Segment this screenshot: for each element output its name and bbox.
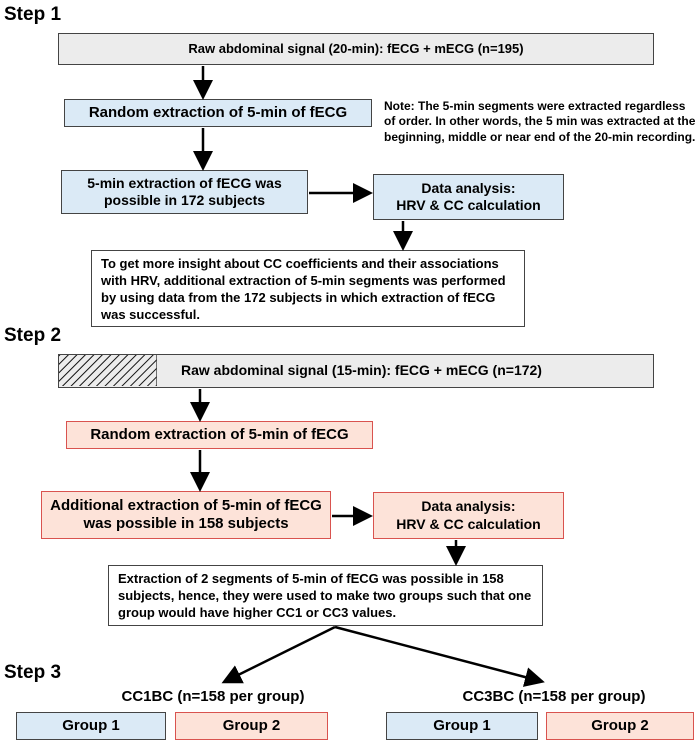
step2-possible-box: Additional extraction of 5-min of fECG w… <box>41 491 331 539</box>
arrow-groups-to-cc3bc <box>334 625 545 687</box>
step2-raw-signal-box: Raw abdominal signal (15-min): fECG + mE… <box>58 354 654 388</box>
step1-analysis-title: Data analysis: <box>421 179 516 196</box>
step1-random-extraction-box: Random extraction of 5-min of fECG <box>64 99 372 127</box>
arrow-groups-to-cc1bc <box>221 625 336 684</box>
step2-random-extraction-box: Random extraction of 5-min of fECG <box>66 421 373 449</box>
step2-raw-signal-text: Raw abdominal signal (15-min): fECG + mE… <box>181 362 542 379</box>
cc1bc-title: CC1BC (n=158 per group) <box>121 688 305 705</box>
cc3bc-group-2: Group 2 <box>546 712 694 740</box>
cc3bc-group-1: Group 1 <box>386 712 538 740</box>
step1-analysis-sub: HRV & CC calculation <box>396 197 541 213</box>
cc1bc-group-2: Group 2 <box>175 712 328 740</box>
step1-insight-box: To get more insight about CC coefficient… <box>91 250 525 327</box>
step-3-label: Step 3 <box>4 662 62 683</box>
step2-analysis-title: Data analysis: <box>421 498 516 515</box>
step2-groups-box: Extraction of 2 segments of 5-min of fEC… <box>108 565 543 626</box>
step1-analysis-box: Data analysis: HRV & CC calculation <box>373 174 564 220</box>
cc3bc-title: CC3BC (n=158 per group) <box>462 688 646 705</box>
step1-note: Note: The 5-min segments were extracted … <box>384 99 696 144</box>
cc1bc-group-1: Group 1 <box>16 712 166 740</box>
step1-raw-signal-box: Raw abdominal signal (20-min): fECG + mE… <box>58 33 654 65</box>
step-2-label: Step 2 <box>4 325 62 346</box>
hatched-segment <box>59 355 157 386</box>
step2-analysis-sub: HRV & CC calculation <box>396 515 541 532</box>
step-1-label: Step 1 <box>4 4 62 25</box>
step1-possible-box: 5-min extraction of fECG was possible in… <box>61 170 308 214</box>
step2-analysis-box: Data analysis: HRV & CC calculation <box>373 492 564 539</box>
